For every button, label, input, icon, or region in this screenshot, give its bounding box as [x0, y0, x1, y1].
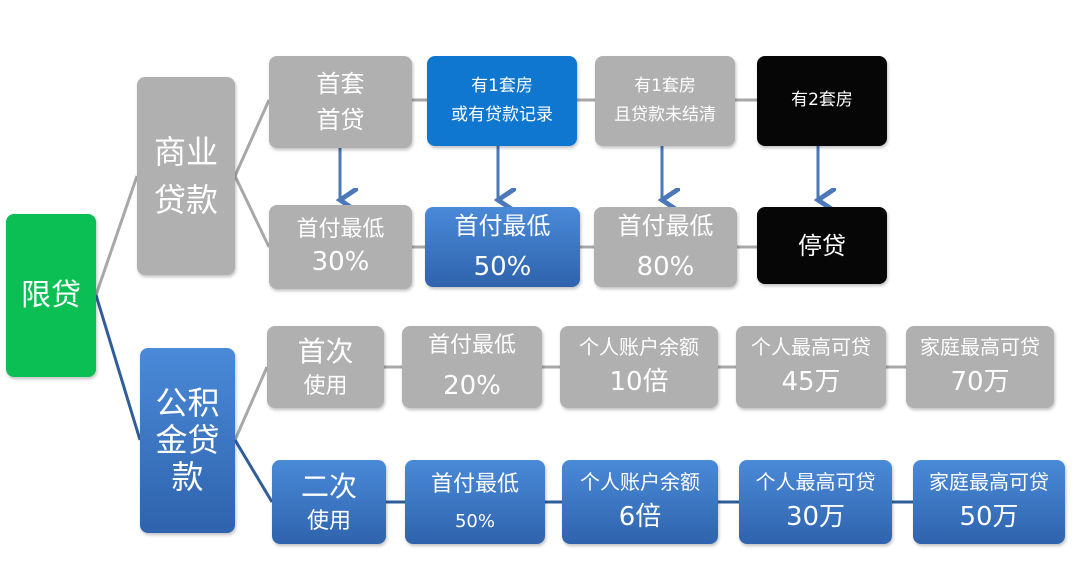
text: 有2套房: [791, 90, 853, 111]
text: 有1套房: [634, 75, 696, 96]
fund-second-use: 二次使用: [272, 460, 386, 544]
text: 且贷款未结清: [614, 105, 716, 125]
text: 50%: [473, 251, 532, 282]
text: 50%: [454, 510, 495, 532]
result-stop-loan: 停贷: [757, 207, 887, 284]
text: 个人账户余额: [579, 335, 699, 360]
fund-second-family-max: 家庭最高可贷 50万: [913, 460, 1065, 544]
text: 个人账户余额: [580, 470, 700, 495]
commercial-loan-node: 商业贷款: [137, 77, 235, 275]
text: 个人最高可贷: [755, 470, 876, 495]
text: 首付最低: [430, 472, 519, 497]
label: 贷款: [153, 181, 218, 219]
fund-first-balance-multiple: 个人账户余额 10倍: [560, 326, 718, 408]
result-50: 首付最低 50%: [425, 207, 580, 287]
fund-first-use: 首次使用: [267, 326, 384, 408]
label: 金贷: [155, 421, 220, 460]
text: 30%: [311, 246, 370, 277]
condition-one-home-unpaid: 有1套房且贷款未结清: [595, 56, 735, 146]
text: 首付最低: [427, 333, 516, 358]
label: 公积: [155, 384, 220, 423]
text: 或有贷款记录: [451, 105, 553, 125]
fund-second-personal-max: 个人最高可贷 30万: [739, 460, 892, 544]
fund-second-balance-multiple: 个人账户余额 6倍: [562, 460, 718, 544]
text: 个人最高可贷: [751, 335, 871, 360]
fund-second-down-payment: 首付最低 50%: [405, 460, 545, 544]
text: 6倍: [618, 502, 662, 533]
label: 商业: [153, 133, 218, 171]
root-node: 限贷: [6, 214, 96, 377]
text: 30万: [785, 502, 846, 533]
text: 使用: [306, 508, 351, 534]
condition-two-homes: 有2套房: [757, 56, 887, 146]
text: 20%: [443, 370, 501, 401]
text: 首贷: [316, 106, 365, 134]
condition-first-home: 首套首贷: [269, 56, 412, 148]
result-30: 首付最低 30%: [269, 205, 412, 289]
text: 70万: [950, 367, 1010, 398]
text: 80%: [636, 251, 695, 282]
text: 家庭最高可贷: [929, 470, 1049, 495]
label: 款: [171, 457, 204, 496]
result-80: 首付最低 80%: [594, 207, 737, 287]
fund-loan-node: 公积金贷款: [140, 348, 235, 533]
fund-first-down-payment: 首付最低 20%: [402, 326, 542, 408]
text: 家庭最高可贷: [920, 335, 1040, 360]
fund-first-family-max: 家庭最高可贷 70万: [906, 326, 1054, 408]
text: 首套: [316, 70, 365, 98]
text: 停贷: [798, 231, 846, 260]
text: 首次: [297, 334, 354, 368]
text: 有1套房: [471, 75, 533, 96]
text: 45万: [781, 367, 841, 398]
text: 首付最低: [617, 211, 714, 240]
text: 10倍: [609, 367, 669, 398]
text: 首付最低: [296, 217, 385, 242]
root-label: 限贷: [21, 277, 81, 313]
fund-first-personal-max: 个人最高可贷 45万: [736, 326, 886, 408]
text: 首付最低: [454, 211, 551, 240]
text: 使用: [303, 373, 348, 399]
text: 50万: [959, 502, 1019, 533]
condition-one-home-or-record: 有1套房或有贷款记录: [427, 56, 577, 146]
text: 二次: [300, 469, 357, 503]
